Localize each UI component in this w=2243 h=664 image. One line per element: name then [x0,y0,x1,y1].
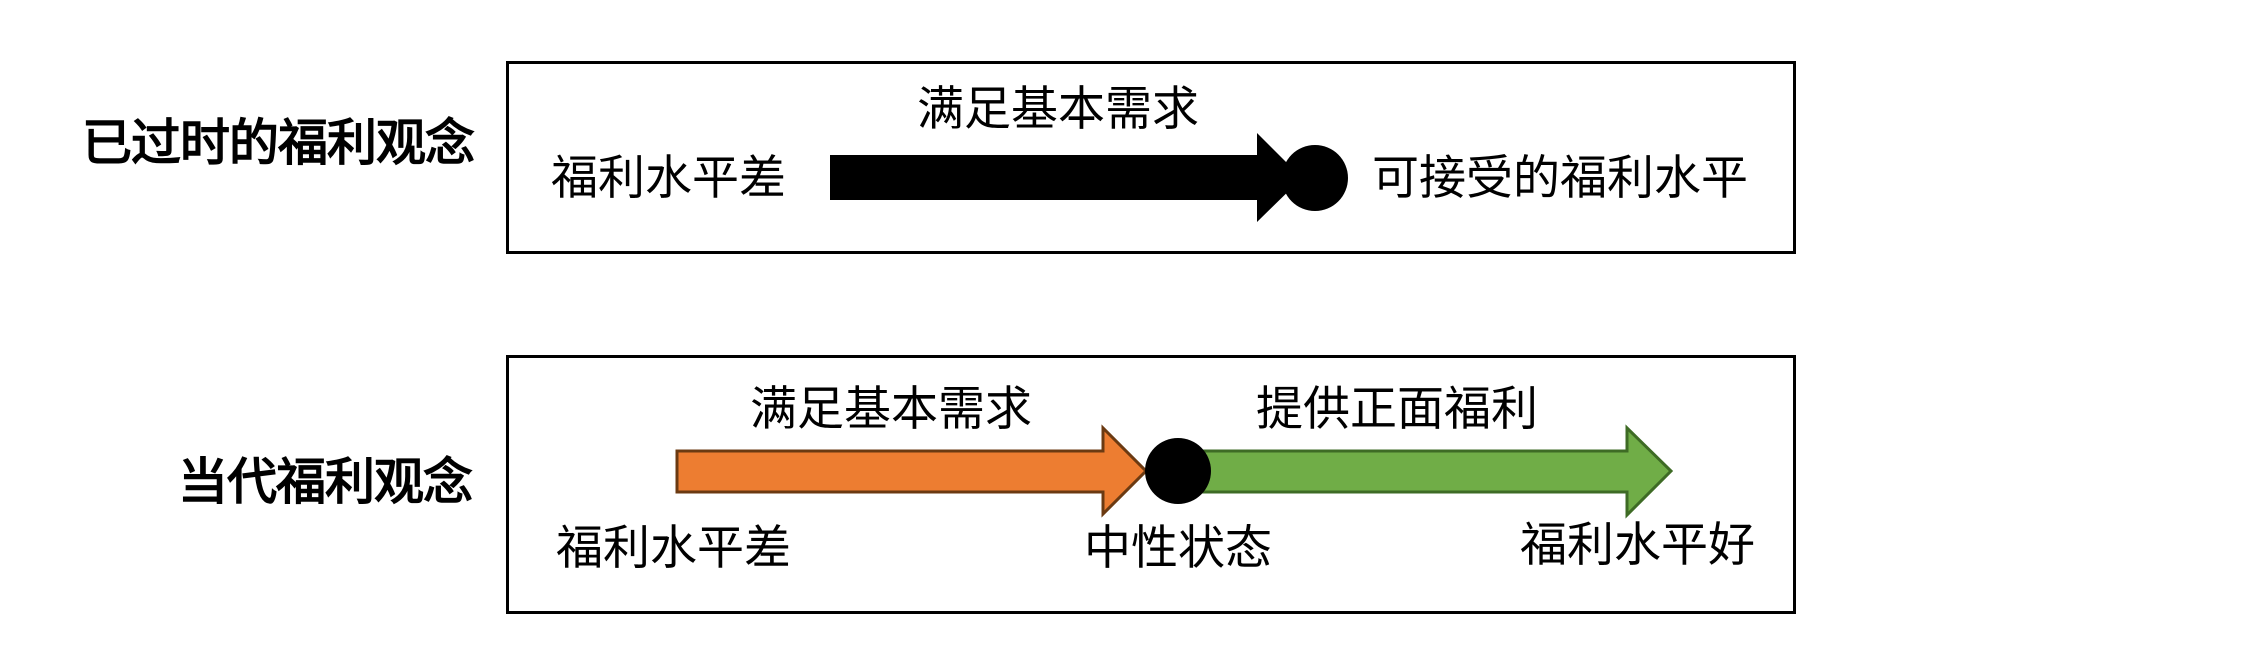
positive-welfare-arrow-green [1188,424,1674,519]
outdated-concept-title: 已过时的福利观念 [82,114,475,172]
basic-needs-arrow-orange [675,424,1149,518]
neutral-state-label: 中性状态 [1084,521,1272,576]
poor-welfare-label-2: 福利水平差 [556,521,791,576]
positive-welfare-label: 提供正面福利 [1256,382,1538,437]
basic-needs-arrow [830,133,1302,222]
basic-needs-label: 满足基本需求 [917,82,1199,137]
good-welfare-label: 福利水平好 [1520,518,1755,573]
modern-concept-title: 当代福利观念 [178,453,473,511]
basic-needs-label-2: 满足基本需求 [750,382,1032,437]
acceptable-welfare-label: 可接受的福利水平 [1372,151,1748,206]
endpoint-dot [1282,145,1348,211]
poor-welfare-label: 福利水平差 [551,151,786,206]
neutral-state-dot [1145,438,1211,504]
